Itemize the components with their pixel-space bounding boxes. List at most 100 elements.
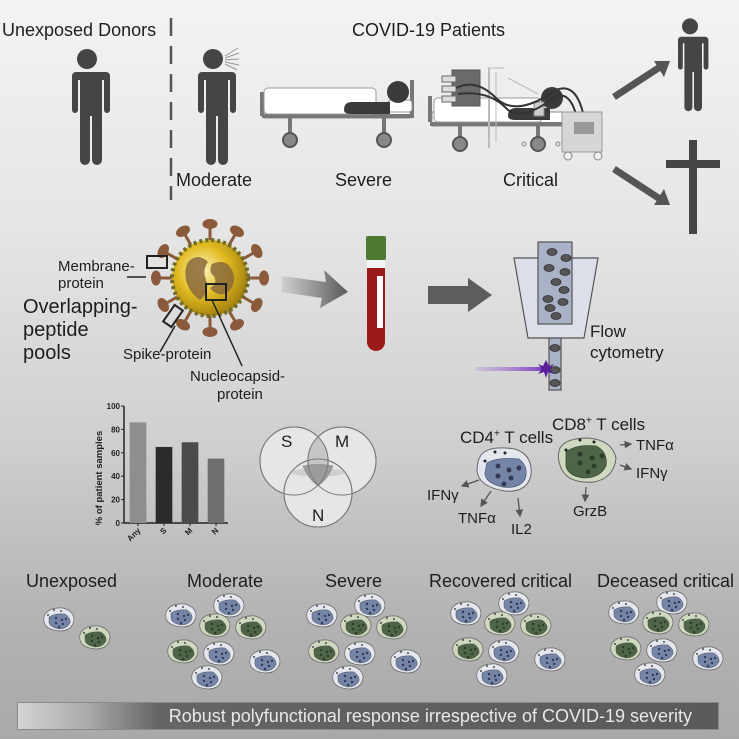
moderate-coughing-person-icon — [194, 47, 240, 165]
bar-s — [155, 446, 173, 523]
cd4-cell-icon — [354, 593, 386, 618]
cd8-t-cells-title: CD8+ T cells — [552, 415, 646, 434]
y-tick-label: 20 — [111, 496, 120, 505]
cd4-cell-icon — [608, 600, 640, 625]
cd4-cell-icon — [191, 665, 223, 690]
cd8-cell-icon — [452, 637, 484, 662]
cd8-output-grzb: GrzB — [573, 503, 608, 520]
pools-label-3: pools — [23, 342, 71, 364]
cd8-cell-icon — [167, 639, 199, 664]
severe-hospital-bed-icon — [260, 80, 414, 148]
y-tick-label: 80 — [111, 425, 120, 434]
cd4-cell-icon — [450, 601, 482, 626]
group-label-deceased-critical: Deceased critical — [597, 571, 735, 591]
conclusion-banner: Robust polyfunctional response irrespect… — [17, 702, 719, 730]
cd8-cell-icon — [484, 611, 516, 636]
flow-cytometer-icon — [476, 241, 599, 391]
venn-label-s: S — [281, 432, 293, 451]
bar-n — [207, 458, 225, 523]
y-tick-label: 0 — [116, 519, 121, 528]
cd8-t-cell-icon — [557, 437, 617, 483]
arrow-to-flow-cytometer — [428, 278, 492, 312]
cd8-cell-icon — [610, 636, 642, 661]
pools-label-1: Overlapping- — [23, 296, 138, 318]
x-tick-label: N — [210, 526, 221, 537]
cd8-cell-icon — [642, 610, 674, 635]
cd8-cell-icon — [520, 613, 552, 638]
cd4-cell-icon — [534, 647, 566, 672]
bar-any — [129, 422, 147, 523]
flow-label-2: cytometry — [590, 343, 664, 362]
unexposed-person-icon — [68, 49, 110, 165]
cd4-cell-icon — [488, 639, 520, 664]
cd4-cell-icon — [165, 603, 197, 628]
outcome-arrows — [612, 61, 670, 205]
pools-label-2: peptide — [23, 319, 89, 341]
cd4-output-tnfa: TNFα — [458, 510, 496, 527]
cd4-cell-icon — [344, 641, 376, 666]
nucleocapsid-label-1: Nucleocapsid- — [190, 368, 286, 385]
cd4-cell-icon — [332, 665, 364, 690]
y-axis-label: % of patient samples — [94, 431, 105, 526]
recovered-person-icon — [674, 18, 709, 112]
cd4-cell-icon — [692, 646, 724, 671]
dashed-divider — [169, 18, 173, 200]
cd4-t-cell-icon — [476, 447, 532, 492]
y-tick-label: 100 — [107, 402, 121, 411]
cd4-cell-icon — [213, 593, 245, 618]
deceased-cross-icon — [666, 140, 720, 234]
cd8-cell-icon — [340, 613, 372, 638]
flow-label-1: Flow — [590, 322, 626, 341]
cd4-cell-icon — [476, 663, 508, 688]
unexposed-donors-title: Unexposed Donors — [2, 20, 157, 40]
cd8-cell-icon — [235, 615, 267, 640]
bar-m — [181, 442, 199, 523]
group-label-moderate: Moderate — [187, 571, 264, 591]
cd8-cell-icon — [199, 613, 231, 638]
membrane-protein-label-1: Membrane- — [58, 258, 135, 275]
nucleocapsid-label-2: protein — [217, 386, 263, 403]
cd8-output-tnfa: TNFα — [636, 437, 674, 454]
group-label-unexposed: Unexposed — [26, 571, 118, 591]
x-tick-label: S — [158, 526, 169, 537]
group-label-recovered-critical: Recovered critical — [429, 571, 573, 591]
cd4-cell-icon — [656, 590, 688, 615]
blood-tube-icon — [366, 236, 386, 351]
cd4-output-ifng: IFNγ — [427, 487, 459, 504]
moderate-label: Moderate — [176, 170, 253, 190]
sars-cov-2-virus-icon — [146, 219, 269, 337]
venn-diagram — [259, 426, 377, 528]
covid-patients-title: COVID-19 Patients — [352, 20, 506, 40]
venn-label-m: M — [335, 432, 350, 451]
cd8-output-ifng: IFNγ — [636, 465, 668, 482]
group-label-severe: Severe — [325, 571, 383, 591]
cd4-cell-icon — [390, 649, 422, 674]
y-tick-label: 60 — [111, 449, 120, 458]
cd4-cell-icon — [498, 591, 530, 616]
critical-label: Critical — [503, 170, 559, 190]
cd8-cell-icon — [79, 625, 111, 650]
spike-protein-label: Spike-protein — [123, 346, 212, 363]
cd4-cell-icon — [43, 607, 75, 632]
venn-label-n: N — [312, 506, 325, 525]
cd4-t-cells-title: CD4+ T cells — [460, 428, 554, 447]
cd4-cell-icon — [306, 603, 338, 628]
cd4-cell-icon — [646, 638, 678, 663]
cd4-cell-icon — [249, 649, 281, 674]
cd4-cell-icon — [203, 641, 235, 666]
critical-hospital-bed-icon — [428, 67, 603, 161]
cd4-output-il2: IL2 — [511, 521, 532, 538]
cd8-cell-icon — [678, 612, 710, 637]
y-tick-label: 40 — [111, 472, 120, 481]
membrane-protein-label-2: protein — [58, 275, 104, 292]
severe-label: Severe — [335, 170, 393, 190]
conclusion-text: Robust polyfunctional response irrespect… — [168, 706, 692, 726]
cd4-cell-icon — [634, 662, 666, 687]
x-tick-label: M — [183, 526, 194, 537]
cd8-cell-icon — [376, 615, 408, 640]
arrow-to-blood-tube — [282, 270, 348, 308]
